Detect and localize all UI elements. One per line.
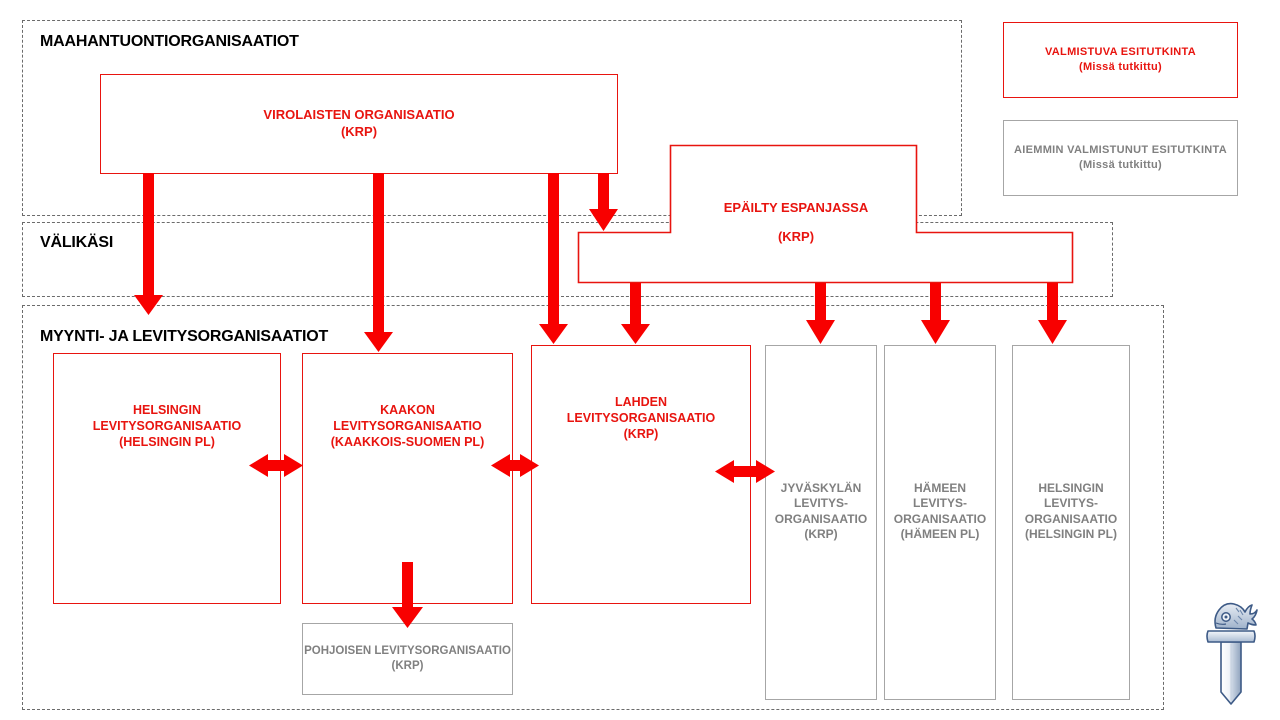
- legend-ongoing-investigation: VALMISTUVA ESITUTKINTA (Missä tutkittu): [1003, 22, 1238, 98]
- node-lahti-label: LAHDEN LEVITYSORGANISAATIO (KRP): [566, 395, 716, 441]
- node-helsingin-levitysorganisaatio-grey[interactable]: HELSINGIN LEVITYS- ORGANISAATIO (HELSING…: [1012, 345, 1130, 700]
- legend-completed-investigation: AIEMMIN VALMISTUNUT ESITUTKINTA (Missä t…: [1003, 120, 1238, 196]
- node-pohjoinen-label: POHJOISEN LEVITYSORGANISAATIO (KRP): [304, 645, 511, 672]
- node-hameen-levitysorganisaatio[interactable]: HÄMEEN LEVITYS- ORGANISAATIO (HÄMEEN PL): [884, 345, 996, 700]
- node-epailty-espanjassa[interactable]: [576, 143, 1076, 285]
- node-kaakko-label: KAAKON LEVITYSORGANISAATIO (KAAKKOIS-SUO…: [330, 403, 485, 449]
- node-jyvaskyla-label: JYVÄSKYLÄN LEVITYS- ORGANISAATIO (KRP): [774, 481, 868, 542]
- section-valikasi: [22, 222, 1113, 297]
- node-helsingin-levitysorganisaatio[interactable]: HELSINGIN LEVITYSORGANISAATIO (HELSINGIN…: [53, 353, 281, 604]
- node-virolaisten-label: VIROLAISTEN ORGANISAATIO (KRP): [263, 107, 455, 139]
- node-lahden-levitysorganisaatio[interactable]: LAHDEN LEVITYSORGANISAATIO (KRP): [531, 345, 751, 604]
- node-pohjoisen-levitysorganisaatio[interactable]: POHJOISEN LEVITYSORGANISAATIO (KRP): [302, 623, 513, 695]
- section-title-valikasi: VÄLIKÄSI: [40, 234, 114, 251]
- section-title-myynti: MYYNTI- JA LEVITYSORGANISAATIOT: [40, 328, 329, 345]
- legend-ongoing-label: VALMISTUVA ESITUTKINTA (Missä tutkittu): [1044, 46, 1197, 73]
- node-helsinki-label: HELSINGIN LEVITYSORGANISAATIO (HELSINGIN…: [92, 403, 242, 449]
- node-virolaisten-organisaatio[interactable]: VIROLAISTEN ORGANISAATIO (KRP): [100, 74, 618, 174]
- legend-completed-label: AIEMMIN VALMISTUNUT ESITUTKINTA (Missä t…: [1014, 144, 1227, 171]
- section-title-maahantuonti: MAAHANTUONTIORGANISAATIOT: [40, 33, 299, 50]
- node-jyvaskylan-levitysorganisaatio[interactable]: JYVÄSKYLÄN LEVITYS- ORGANISAATIO (KRP): [765, 345, 877, 700]
- node-helsinki-grey-label: HELSINGIN LEVITYS- ORGANISAATIO (HELSING…: [1024, 481, 1118, 542]
- node-epailty-title: EPÄILTY ESPANJASSA: [723, 200, 869, 215]
- node-kaakon-levitysorganisaatio[interactable]: KAAKON LEVITYSORGANISAATIO (KAAKKOIS-SUO…: [302, 353, 513, 604]
- node-hame-label: HÄMEEN LEVITYS- ORGANISAATIO (HÄMEEN PL): [893, 481, 987, 542]
- section-myynti-ja-levitysorganisaatiot: [22, 305, 1164, 710]
- krp-sword-emblem: [1206, 602, 1258, 705]
- section-maahantuontiorganisaatiot: [22, 20, 962, 216]
- node-epailty-agency: (KRP): [777, 229, 815, 244]
